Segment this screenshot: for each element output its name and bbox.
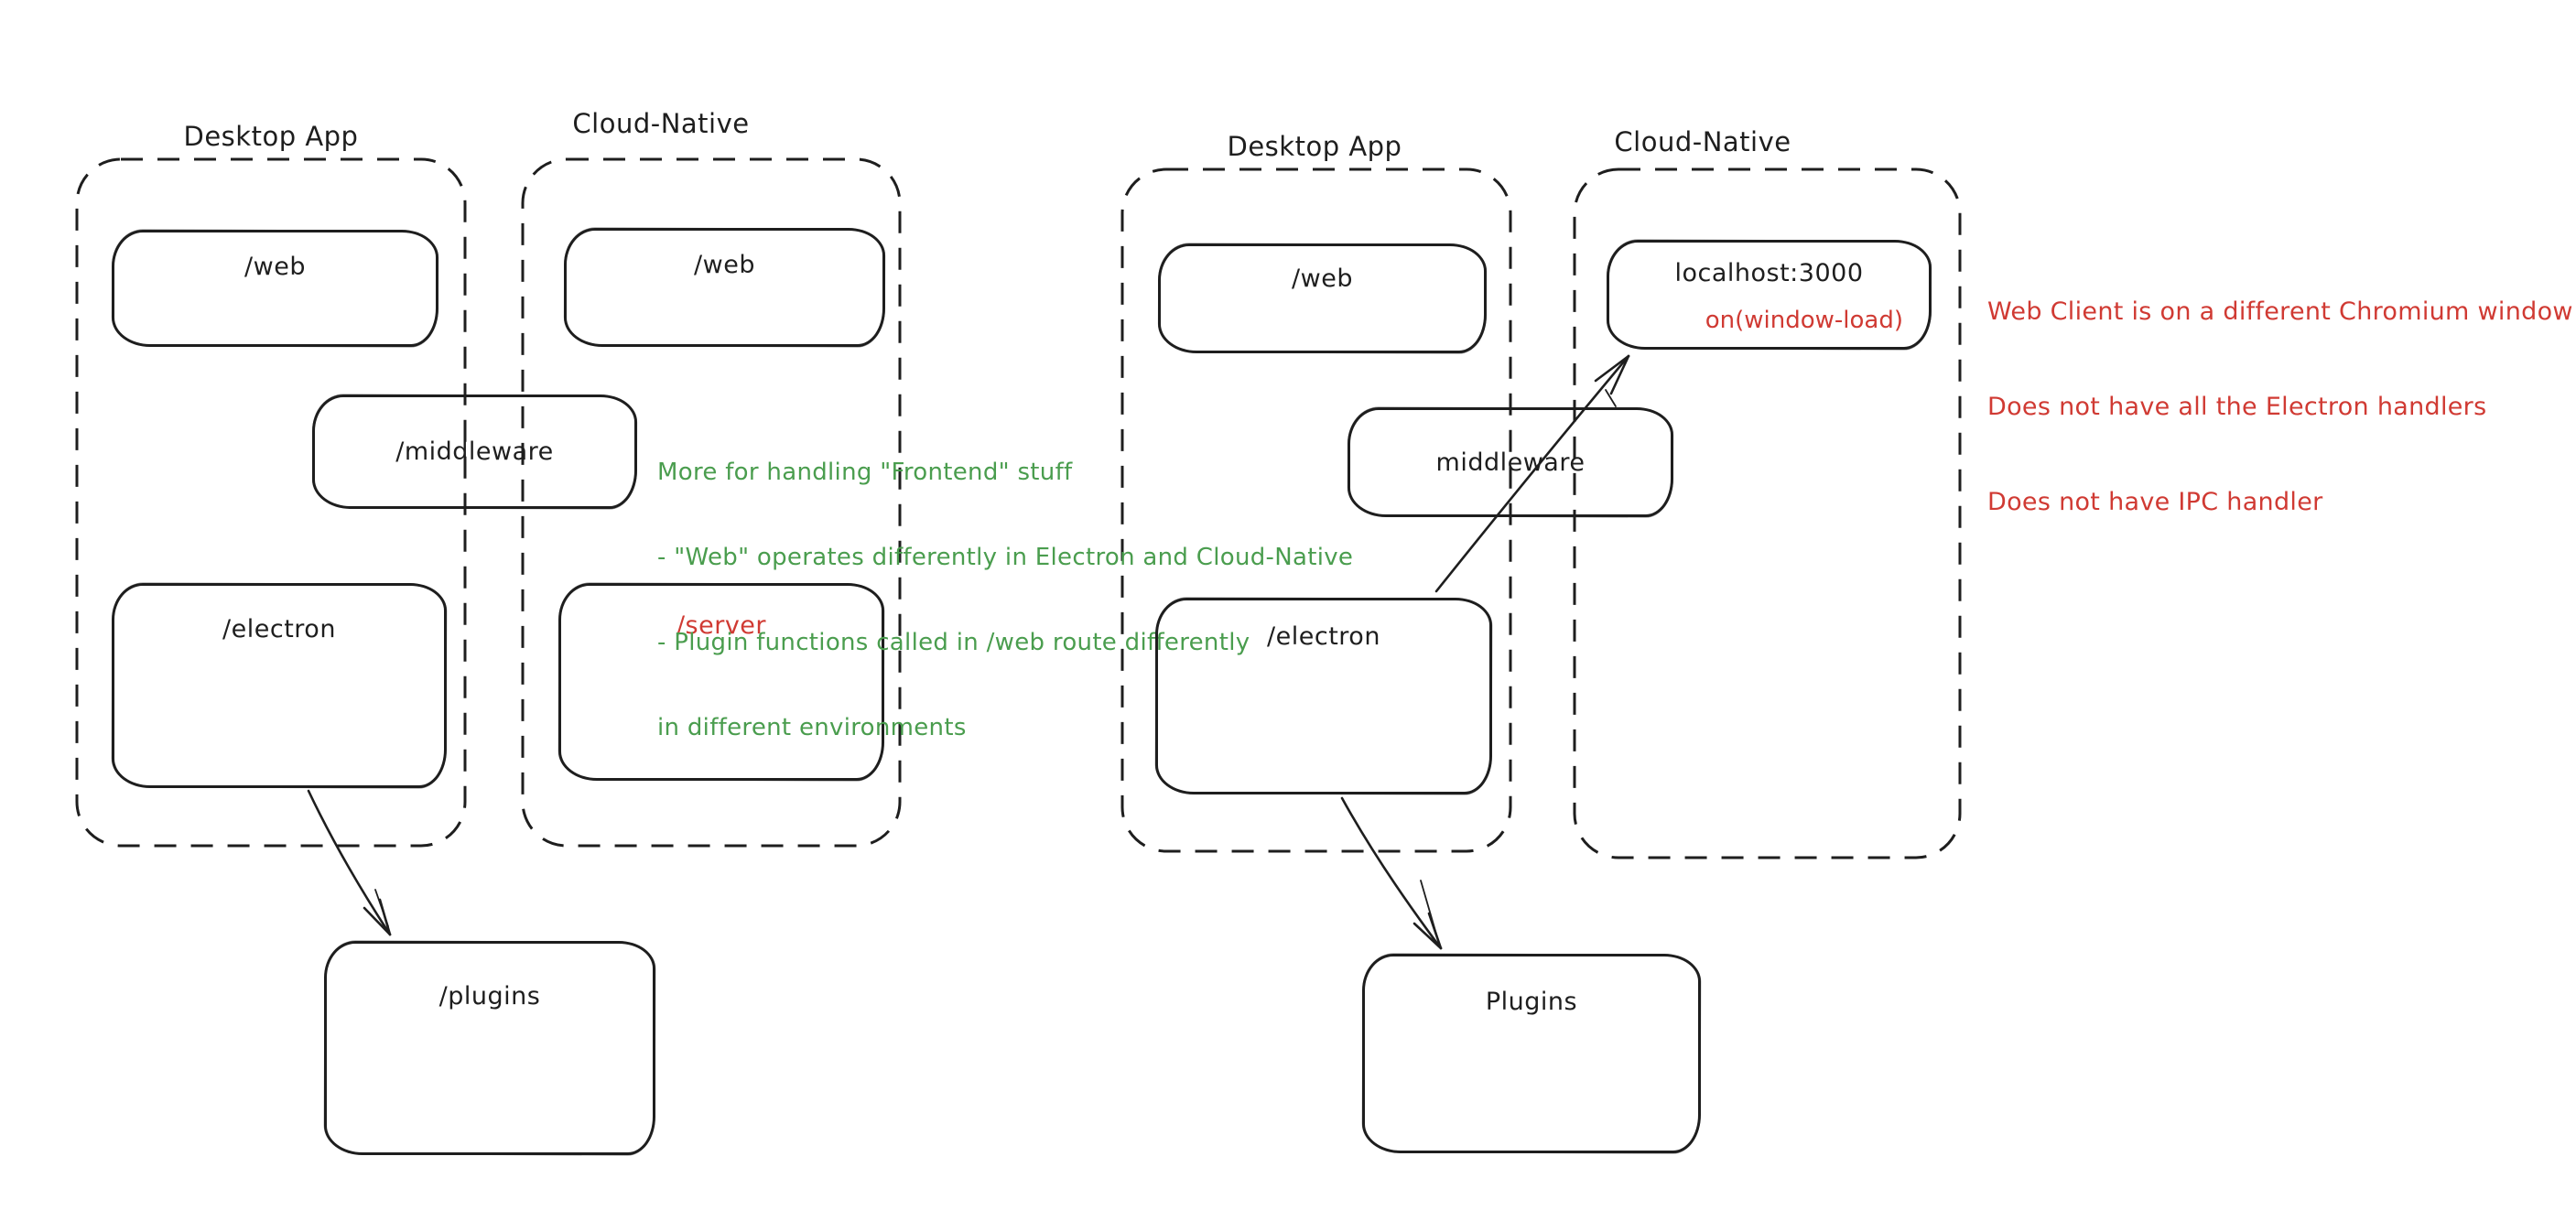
green-annotation-line4: in different environments <box>657 714 967 741</box>
green-annotation-line1: More for handling "Frontend" stuff <box>657 459 1073 486</box>
plugins-box-left-label: /plugins <box>438 982 541 1010</box>
web-box-right-label: /web <box>1292 265 1353 293</box>
red-annotation-line3: Does not have IPC handler <box>1987 488 2323 516</box>
middleware-box-left: /middleware <box>312 394 637 509</box>
web-box-cloud-left: /web <box>564 228 885 347</box>
green-annotation-line2: - "Web" operates differently in Electron… <box>657 544 1354 571</box>
plugins-box-right-label: Plugins <box>1485 988 1578 1016</box>
red-annotation-line2: Does not have all the Electron handlers <box>1987 393 2487 421</box>
localhost-box: localhost:3000 on(window-load) <box>1607 240 1932 350</box>
localhost-window-load-label: on(window-load) <box>1705 307 1903 334</box>
plugins-box-right: Plugins <box>1362 954 1701 1153</box>
middleware-box-left-label: /middleware <box>395 438 554 466</box>
web-box-right: /web <box>1158 243 1487 353</box>
middleware-box-right: middleware <box>1348 407 1673 517</box>
group-label-cloud-native-left: Cloud-Native <box>572 108 750 139</box>
group-label-desktop-app-left: Desktop App <box>183 121 359 152</box>
electron-box-right: /electron <box>1155 598 1492 794</box>
web-box-desktop-left-label: /web <box>244 253 306 281</box>
server-box-left: /server <box>558 583 884 781</box>
group-label-desktop-app-right: Desktop App <box>1227 131 1402 162</box>
middleware-box-right-label: middleware <box>1435 448 1586 477</box>
web-box-cloud-left-label: /web <box>694 251 755 279</box>
web-box-desktop-left: /web <box>112 230 438 347</box>
red-annotation-line1: Web Client is on a different Chromium wi… <box>1987 297 2573 326</box>
electron-box-left: /electron <box>112 583 447 788</box>
electron-box-left-label: /electron <box>222 615 336 643</box>
electron-box-right-label: /electron <box>1267 622 1380 651</box>
plugins-box-left: /plugins <box>324 941 655 1155</box>
red-annotation: Web Client is on a different Chromium wi… <box>1987 236 2573 578</box>
group-label-cloud-native-right: Cloud-Native <box>1614 126 1791 157</box>
server-box-left-label: /server <box>676 611 767 640</box>
green-annotation: More for handling "Frontend" stuff - "We… <box>657 403 1353 798</box>
localhost-box-title: localhost:3000 <box>1674 259 1864 287</box>
